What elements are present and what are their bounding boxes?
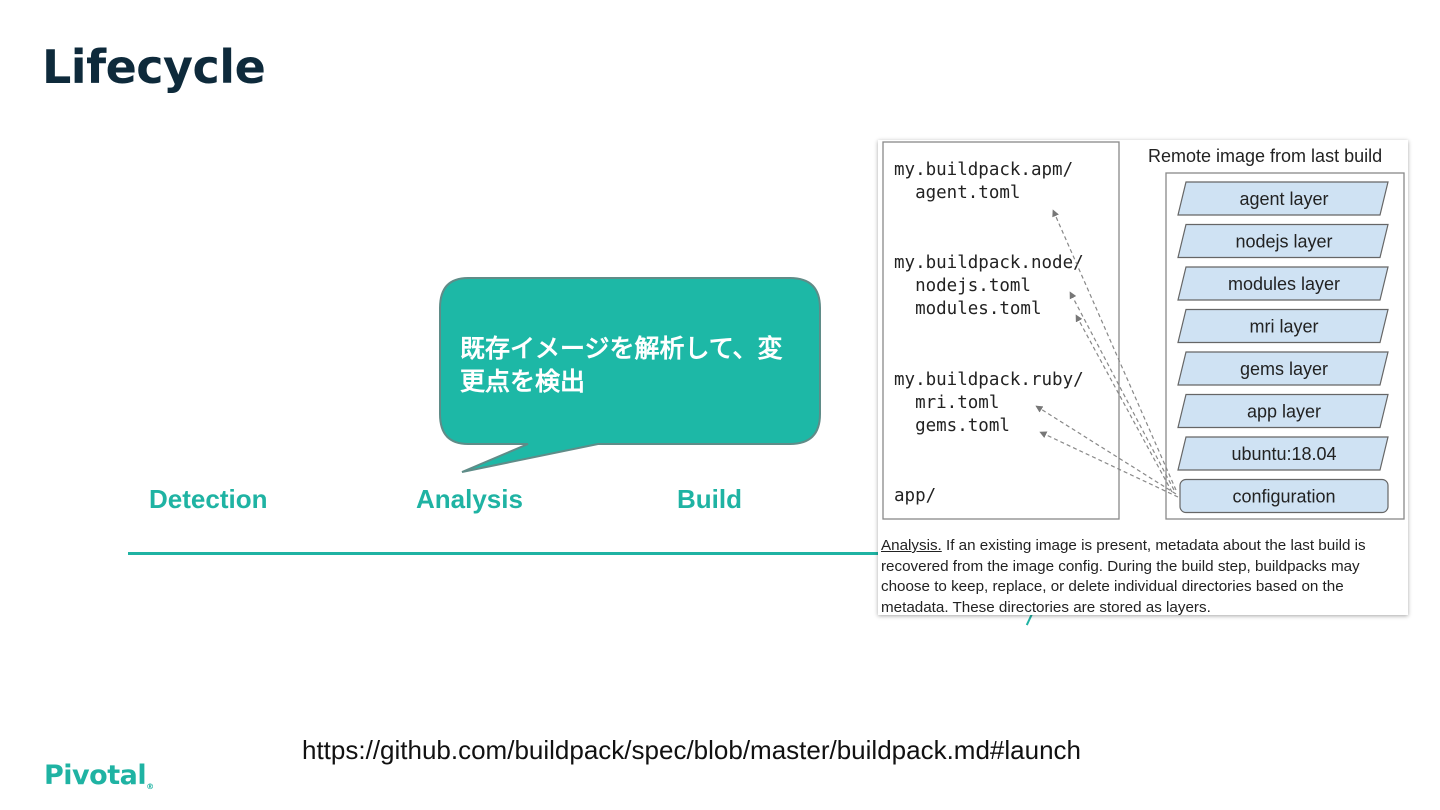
app-line: my.buildpack.apm/ <box>894 160 1073 180</box>
app-line: my.buildpack.ruby/ <box>894 370 1084 390</box>
app-line: gems.toml <box>894 416 1010 436</box>
remote-image-title: Remote image from last build <box>1148 146 1382 166</box>
stage-detection: Detection <box>149 484 268 514</box>
layer-box <box>1177 308 1389 344</box>
layer-label: gems layer <box>1240 359 1328 379</box>
app-line: mri.toml <box>894 393 999 413</box>
layer-stack: agent layer nodejs layer modules layer mri … <box>1177 181 1389 514</box>
app-box <box>882 141 1120 520</box>
source-link[interactable]: https://github.com/buildpack/spec/blob/m… <box>302 735 1081 765</box>
layer-label: mri layer <box>1249 317 1318 337</box>
layer-label: modules layer <box>1228 274 1340 294</box>
lifecycle-figure: my.buildpack.apm/ agent.toml my.buildpac… <box>878 140 1409 618</box>
layer-box <box>1177 351 1389 386</box>
layer-label: agent layer <box>1239 189 1328 209</box>
layer-label: nodejs layer <box>1235 232 1332 252</box>
app-line: nodejs.toml <box>894 276 1031 296</box>
app-line: agent.toml <box>894 183 1020 203</box>
arrow-nodejs <box>1069 291 1175 491</box>
layer-box <box>1179 478 1389 514</box>
timeline-line <box>128 552 888 555</box>
app-line: modules.toml <box>894 299 1042 319</box>
layer-box <box>1177 436 1389 471</box>
arrow-gems <box>1039 431 1179 498</box>
stage-analysis: Analysis <box>416 484 523 514</box>
caption-lead: Analysis. <box>881 537 942 554</box>
app-line: app/ <box>894 486 936 506</box>
layer-box <box>1177 266 1389 301</box>
layer-label: ubuntu:18.04 <box>1231 444 1336 464</box>
layer-box <box>1177 393 1389 429</box>
caption-body: If an existing image is present, metadat… <box>881 537 1366 616</box>
callout-bubble: 既存イメージを解析して、変 更点を検出 <box>438 276 822 476</box>
callout-line: 更点を検出 <box>460 367 586 396</box>
logo-text: Pivotal <box>44 760 147 791</box>
pivotal-logo: Pivotal® <box>44 760 154 791</box>
callout-line: 既存イメージを解析して、変 <box>460 334 783 363</box>
slide-title: Lifecycle <box>42 40 266 94</box>
arrow-agent <box>1052 209 1177 491</box>
arrow-group <box>1035 209 1179 498</box>
stage-build: Build <box>677 484 742 514</box>
layer-box <box>1177 223 1389 259</box>
app-line: my.buildpack.node/ <box>894 253 1084 273</box>
layer-label: configuration <box>1232 487 1335 507</box>
callout-shape <box>439 277 821 473</box>
callout-text: 既存イメージを解析して、変 更点を検出 <box>460 332 800 398</box>
figure-caption: Analysis. If an existing image is presen… <box>881 536 1409 618</box>
layer-box <box>1177 181 1389 216</box>
arrow-modules <box>1075 314 1173 493</box>
figure-diagram: my.buildpack.apm/ agent.toml my.buildpac… <box>882 141 1405 520</box>
layer-label: app layer <box>1247 402 1321 422</box>
